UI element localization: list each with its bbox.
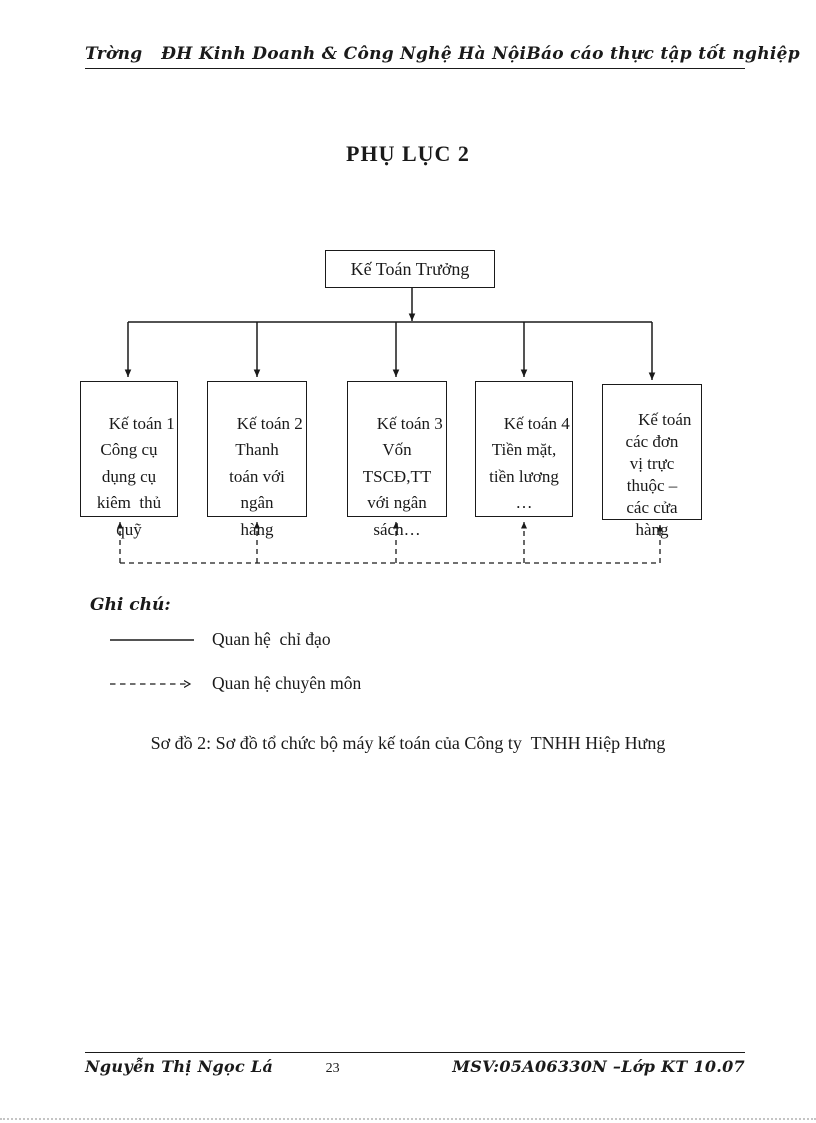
legend: Ghi chú: Quan hệ chỉ đạo Quan hệ chuyên … (90, 595, 490, 694)
org-box-root: Kế Toán Trưởng (325, 250, 495, 288)
solid-line-icon (110, 638, 194, 641)
org-box-1: Kế toán 1 Công cụ dụng cụ kiêm thủ quỹ (80, 381, 178, 539)
footer-student-id: MSV:05A06330N –Lớp KT 10.07 (452, 1057, 745, 1076)
org-box-root-label: Kế Toán Trưởng (350, 259, 470, 279)
page-header: Trờng ĐH Kinh Doanh & Công Nghệ Hà Nội B… (85, 44, 800, 64)
footer-rule (85, 1052, 745, 1053)
footer-author: Nguyễn Thị Ngọc Lá (85, 1057, 274, 1076)
scan-artifact-dotted-line (0, 1118, 816, 1120)
org-chart: Kế Toán Trưởng Kế toán 1 Công cụ dụng cụ… (80, 250, 702, 564)
org-box-3-label: Kế toán 3 Vốn TSCĐ,TT với ngân sách… (362, 413, 443, 539)
header-left-text: Trờng ĐH Kinh Doanh & Công Nghệ Hà Nội (85, 44, 527, 64)
header-rule (85, 68, 745, 69)
legend-label-dashed: Quan hệ chuyên môn (212, 673, 362, 693)
org-box-4: Kế toán 4 Tiền mặt, tiền lương … (475, 381, 573, 517)
org-box-2: Kế toán 2 Thanh toán với ngân hàng (207, 381, 307, 539)
org-box-1-label: Kế toán 1 Công cụ dụng cụ kiêm thủ quỹ (96, 413, 175, 539)
org-box-2-label: Kế toán 2 Thanh toán với ngân hàng (229, 413, 303, 539)
header-right-text: Báo cáo thực tập tốt nghiệp (526, 44, 800, 64)
page-footer: Nguyễn Thị Ngọc Lá 23 MSV:05A06330N –Lớp… (85, 1057, 745, 1077)
org-box-5-label: Kế toán các đơn vị trực thuộc – các cửa … (625, 410, 692, 539)
diagram-caption: Sơ đồ 2: Sơ đồ tổ chức bộ máy kế toán củ… (150, 733, 666, 753)
legend-label-solid: Quan hệ chỉ đạo (212, 629, 331, 649)
dashed-arrow-icon (110, 678, 200, 690)
page-title: PHỤ LỤC 2 (346, 141, 470, 166)
legend-item-dashed: Quan hệ chuyên môn (90, 673, 490, 694)
legend-item-solid: Quan hệ chỉ đạo (90, 629, 490, 650)
org-box-5: Kế toán các đơn vị trực thuộc – các cửa … (602, 384, 702, 539)
legend-heading: Ghi chú: (90, 595, 171, 615)
org-box-4-label: Kế toán 4 Tiền mặt, tiền lương … (489, 413, 570, 513)
org-box-3: Kế toán 3 Vốn TSCĐ,TT với ngân sách… (347, 381, 447, 539)
page-number: 23 (325, 1061, 340, 1076)
